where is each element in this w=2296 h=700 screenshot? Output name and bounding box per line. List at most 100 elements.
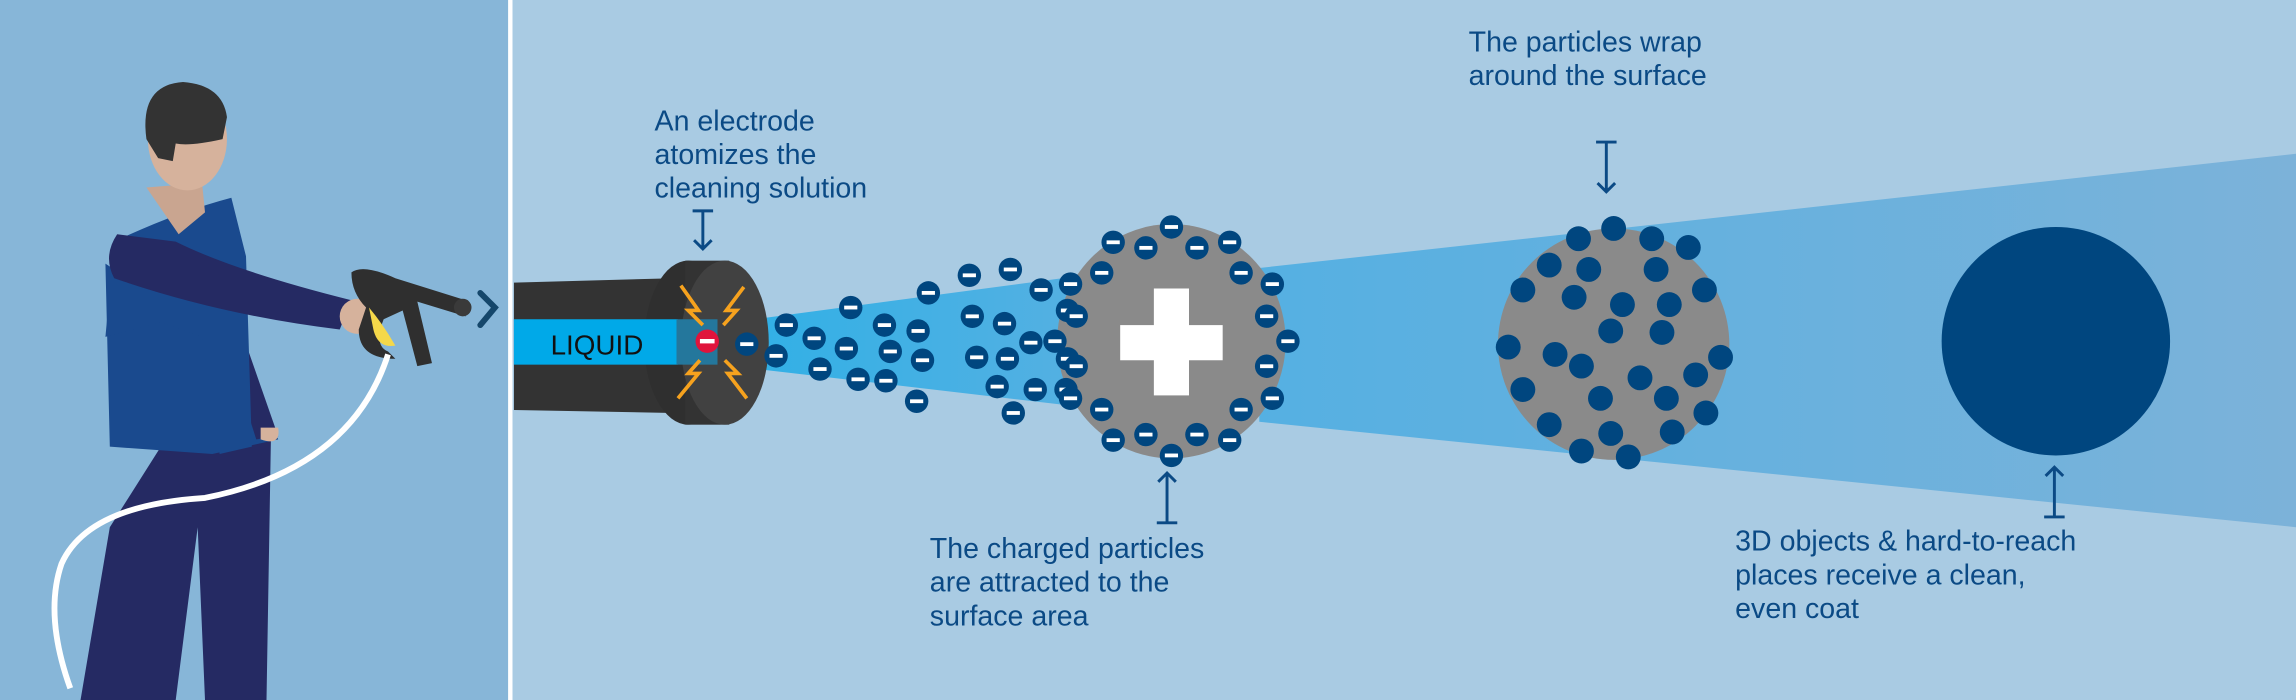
negative-particle-icon	[1029, 278, 1053, 302]
particle	[1609, 292, 1635, 318]
particle	[1566, 226, 1591, 252]
particle	[1536, 252, 1562, 278]
caption-charged: The charged particles are attracted to t…	[930, 533, 1205, 632]
chevron-right-icon	[477, 289, 499, 329]
worker-illustration	[51, 82, 499, 700]
arrow-down-icon	[692, 209, 714, 252]
gun-tip	[453, 298, 472, 317]
divider	[508, 0, 513, 700]
particle	[1598, 421, 1624, 446]
negative-particle-icon	[846, 367, 870, 392]
negative-particle-icon	[998, 257, 1023, 282]
particle	[1495, 334, 1521, 360]
negative-particle-icon	[774, 313, 799, 337]
svg-text:An electrode: An electrode	[655, 105, 815, 137]
negative-particle-icon	[872, 313, 897, 337]
negative-particle-icon	[1064, 354, 1088, 378]
negative-particle-icon	[1134, 422, 1158, 447]
negative-particle-icon	[1260, 272, 1285, 296]
particle	[1656, 292, 1682, 318]
particle	[1691, 277, 1717, 303]
negative-particle-icon	[1260, 386, 1285, 411]
negative-particle-icon	[1058, 272, 1083, 296]
arrow-up-icon	[1156, 470, 1178, 525]
spray-gun	[351, 269, 466, 367]
negative-particle-icon	[874, 369, 898, 393]
negative-particle-icon	[957, 263, 982, 288]
negative-particle-icon	[1090, 397, 1114, 422]
particle	[1693, 400, 1719, 426]
particle	[1561, 284, 1587, 310]
negative-particle-icon	[992, 311, 1017, 336]
particle	[1510, 377, 1536, 402]
trigger	[369, 307, 396, 346]
pants	[80, 439, 271, 700]
caption-coat: 3D objects & hard-to-reach places receiv…	[1735, 526, 2076, 625]
svg-text:even coat: even coat	[1735, 593, 1859, 625]
left-hand	[260, 427, 279, 442]
particle	[1643, 257, 1669, 282]
particle	[1675, 235, 1701, 260]
negative-particle-icon	[1101, 230, 1125, 255]
negative-particle-icon	[808, 357, 832, 381]
electrode-face	[680, 260, 769, 425]
negative-particle-icon	[1254, 354, 1279, 378]
svg-text:around the surface: around the surface	[1469, 60, 1707, 92]
arm	[109, 234, 352, 330]
negative-particle-icon	[1090, 261, 1114, 285]
hair	[145, 82, 227, 162]
particle	[1659, 419, 1685, 445]
negative-particle-icon	[834, 336, 859, 361]
spark-icons	[676, 284, 749, 400]
svg-text:cleaning solution: cleaning solution	[655, 173, 868, 205]
negative-particle-icon	[960, 304, 984, 329]
negative-particle-icon	[1159, 215, 1184, 239]
particle	[1601, 216, 1627, 241]
hose	[51, 353, 391, 690]
negative-particle-icon	[1185, 236, 1209, 260]
svg-text:3D objects & hard-to-reach: 3D objects & hard-to-reach	[1735, 526, 2076, 558]
svg-text:atomizes the: atomizes the	[655, 139, 817, 171]
particle	[1683, 362, 1709, 388]
negative-particle-icon	[1101, 428, 1125, 452]
caption-electrode: An electrode atomizes the cleaning solut…	[655, 105, 868, 204]
particle	[1536, 412, 1562, 438]
arrow-down-icon	[1596, 140, 1617, 194]
wrapped-particles	[1495, 216, 1733, 470]
svg-text:The charged particles: The charged particles	[930, 533, 1205, 565]
negative-particle-icon	[1058, 386, 1083, 411]
negative-particle-icon	[1229, 397, 1253, 422]
negative-particle-icon	[1043, 329, 1067, 353]
negative-particle-icon	[1217, 230, 1242, 255]
liquid-label: LIQUID	[551, 329, 644, 360]
negative-particle-icon	[839, 295, 863, 320]
particle	[1627, 365, 1653, 391]
negative-particle-icon	[964, 345, 989, 370]
negative-particle-icon	[802, 326, 826, 350]
particle	[1708, 344, 1733, 370]
negative-particle-icon	[1134, 236, 1158, 260]
particle	[1588, 385, 1613, 411]
negative-particle-icon	[1254, 304, 1279, 328]
svg-text:surface area: surface area	[930, 600, 1089, 632]
particle	[1510, 277, 1536, 303]
neck	[146, 183, 205, 235]
negative-particle-icon	[985, 374, 1009, 399]
particle	[1568, 353, 1594, 379]
svg-text:places receive a clean,: places receive a clean,	[1735, 559, 2025, 591]
particle	[1568, 438, 1594, 464]
plus-icon	[1120, 288, 1223, 396]
negative-particle-icon	[1064, 304, 1088, 328]
particle	[1653, 385, 1679, 411]
negative-particle-icon	[764, 344, 788, 368]
negative-particle-icon	[1217, 428, 1242, 452]
negative-particle-icon	[878, 339, 902, 364]
negative-particle-icon	[904, 389, 929, 413]
svg-text:The particles wrap: The particles wrap	[1469, 26, 1702, 58]
nozzle: LIQUID	[513, 260, 769, 425]
negative-particle-icon	[1023, 377, 1047, 402]
negative-particle-icon	[1159, 443, 1184, 468]
particle	[1649, 319, 1675, 345]
particle	[1598, 318, 1624, 344]
